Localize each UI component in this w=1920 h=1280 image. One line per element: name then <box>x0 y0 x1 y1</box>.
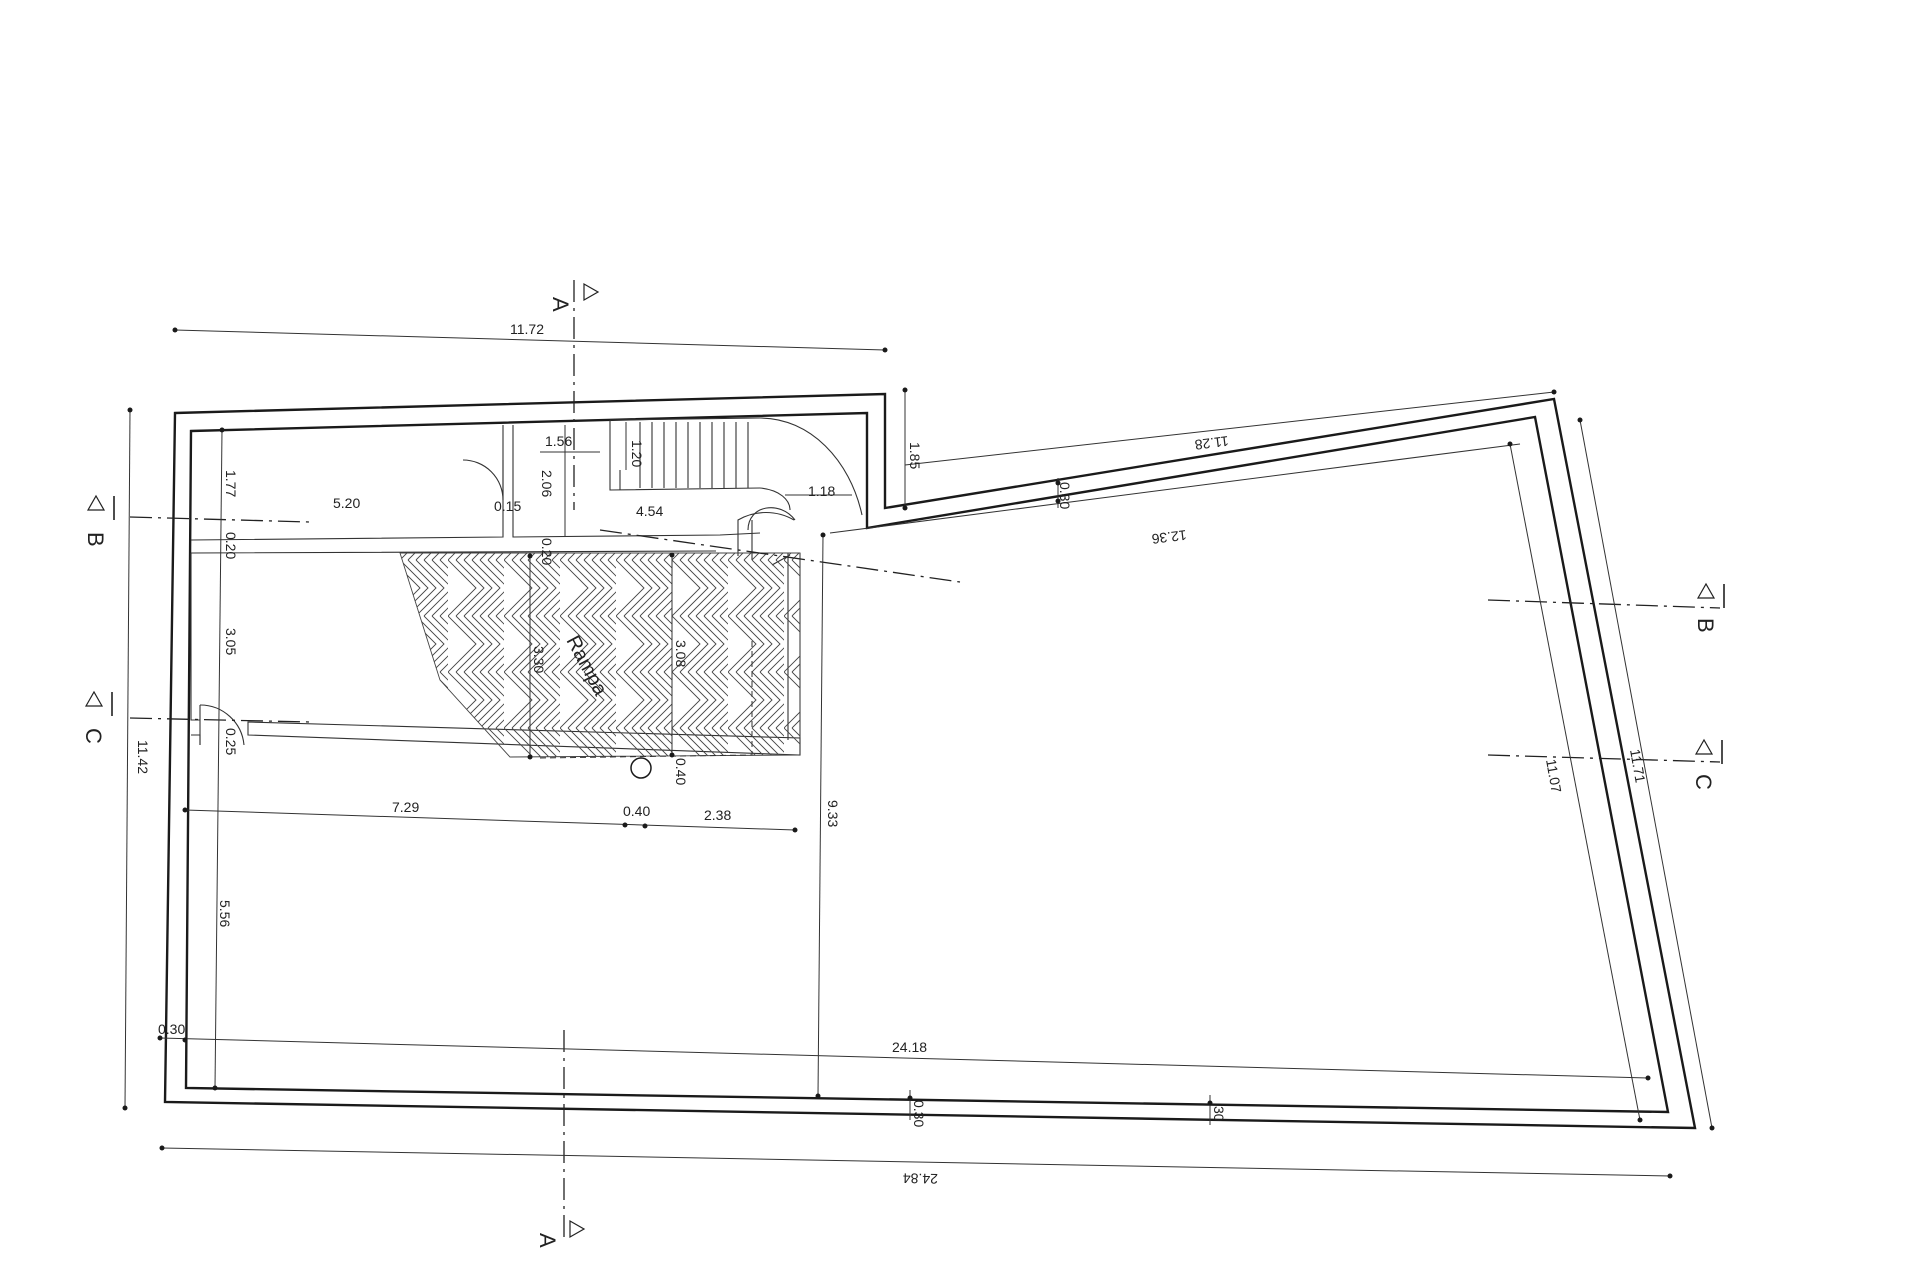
dim-stair-rise: 1.20 <box>629 440 645 467</box>
section-marker-left-c: C <box>81 690 113 744</box>
section-marker-right-c: C <box>1691 738 1723 790</box>
dim-ramp-height-right: 3.08 <box>673 640 689 667</box>
dim-span-right: 2.38 <box>704 807 731 823</box>
dim-stair-width: 1.56 <box>545 433 572 449</box>
dimension-labels: 11.72 1.56 1.20 2.06 1.18 4.54 5.20 0.15… <box>135 321 1649 1187</box>
dimension-lines <box>124 329 1713 1177</box>
ramp-hatch <box>399 552 801 759</box>
dim-wall-thickness-c: 0.20 <box>539 538 555 565</box>
section-letter: B <box>1693 618 1718 633</box>
dim-left-room-depth: 1.77 <box>223 470 239 497</box>
dim-step-height: 1.85 <box>907 442 923 469</box>
dim-left-room-width: 5.20 <box>333 495 360 511</box>
dim-bottom-wall-right: 30 <box>1211 1106 1227 1122</box>
dim-hall-depth: 9.33 <box>825 800 841 827</box>
dim-overall-length: 24.84 <box>903 1170 939 1187</box>
dim-ramp-height-left: 3.30 <box>531 646 547 673</box>
dim-inner-length: 24.18 <box>892 1039 927 1055</box>
dim-wall-thickness-b: 0.20 <box>223 532 239 559</box>
dim-top-width: 11.72 <box>510 321 544 337</box>
dim-wing-top-inner: 12.36 <box>1151 527 1188 547</box>
column-marker <box>630 757 652 779</box>
section-axes <box>129 280 1721 1240</box>
dim-wall-thickness-a: 0.15 <box>494 498 521 514</box>
dim-stair-depth: 2.06 <box>539 470 555 497</box>
section-letter: A <box>548 297 573 312</box>
section-letter: C <box>81 728 106 744</box>
dim-column-width: 0.40 <box>623 803 650 819</box>
section-letter: A <box>535 1233 560 1248</box>
dim-column-offset: 0.40 <box>673 758 689 785</box>
dim-span-left: 7.29 <box>392 799 419 815</box>
dim-overall-depth-left: 11.42 <box>135 740 151 774</box>
section-marker-top-a: A <box>548 282 600 312</box>
section-marker-right-b: B <box>1693 582 1725 633</box>
dim-right-outer-depth: 11.71 <box>1627 748 1649 784</box>
dim-wing-top-outer: 11.28 <box>1194 433 1230 453</box>
section-marker-left-b: B <box>83 494 115 547</box>
dim-corridor-length: 4.54 <box>636 503 663 519</box>
dimension-ticks <box>122 327 1715 1179</box>
dim-wing-wall: 0.30 <box>1057 482 1073 509</box>
dim-lower-depth: 5.56 <box>217 900 233 927</box>
section-letter: C <box>1691 774 1716 790</box>
section-marker-bottom-a: A <box>535 1219 586 1248</box>
interior-walls <box>190 417 1521 756</box>
staircase <box>639 417 863 531</box>
dim-bottom-wall-mid: 0.30 <box>911 1100 927 1127</box>
dim-store-depth: 3.05 <box>223 628 239 655</box>
section-letter: B <box>83 532 108 547</box>
outer-walls <box>163 392 1697 1130</box>
dim-right-inner-depth: 11.07 <box>1543 758 1565 794</box>
dim-stair-landing: 1.18 <box>808 483 835 499</box>
dim-wall-thickness-d: 0.25 <box>223 728 239 755</box>
dim-bottom-wall-left: 0.30 <box>158 1021 185 1037</box>
